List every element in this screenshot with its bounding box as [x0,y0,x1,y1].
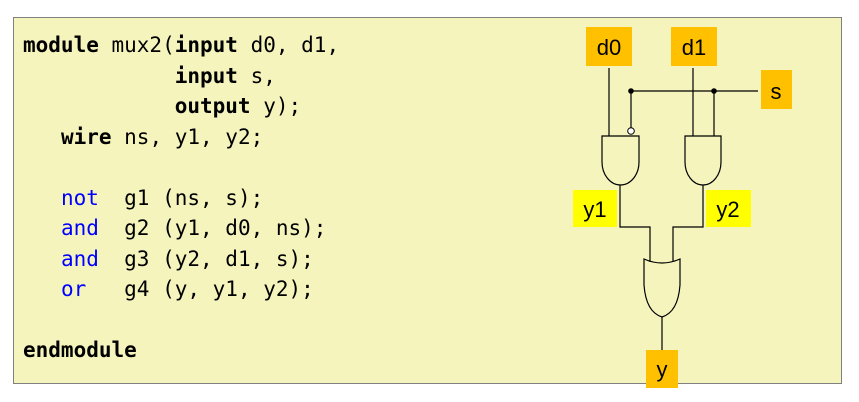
code-text: g2 (y1, d0, ns); [98,216,327,240]
code-text: y); [250,94,302,118]
code-line: not g1 (ns, s); [23,183,339,214]
code-primitive: not [60,185,99,210]
content-panel [13,17,842,384]
label-d0: d0 [586,27,632,66]
label-s-text: s [771,79,782,104]
junction-dot [711,88,717,94]
code-text: g1 (ns, s); [98,185,264,210]
code-keyword: output [174,94,251,118]
label-y-text: y [657,357,668,382]
label-y: y [646,350,678,388]
code-keyword: input [174,33,238,57]
or-gate-g4 [643,258,681,318]
code-keyword: input [174,63,238,88]
label-y2-text: y2 [716,197,739,222]
code-text: g4 (y, y1, y2); [86,277,314,301]
code-text: s, [237,63,276,88]
verilog-code: module mux2(input d0, d1, input s, outpu… [23,30,339,366]
wire-y1 [619,185,651,262]
label-s: s [761,70,792,109]
code-primitive: or [60,277,87,301]
and-gate-g3 [684,135,722,186]
code-keyword: wire [60,124,112,149]
label-y2: y2 [706,190,751,227]
code-text: ns, y1, y2; [111,124,264,149]
code-keyword: module [23,33,99,57]
code-line: output y); [23,91,339,122]
code-text: mux2( [98,33,175,57]
code-line: or g4 (y, y1, y2); [23,274,339,305]
code-primitive: and [60,216,99,240]
code-line: module mux2(input d0, d1, [23,30,339,61]
code-line: and g2 (y1, d0, ns); [23,213,339,244]
label-d1: d1 [671,27,717,66]
code-line: and g3 (y2, d1, s); [23,244,339,275]
code-text: g3 (y2, d1, s); [98,246,314,271]
label-d1-text: d1 [682,35,706,60]
junction-dot [628,88,634,94]
label-d0-text: d0 [597,35,621,60]
and-gate-g2 [601,135,640,186]
code-line: wire ns, y1, y2; [23,122,339,153]
label-y1: y1 [573,190,617,227]
code-primitive: and [60,246,99,271]
wire-y2 [672,185,704,262]
code-keyword: endmodule [23,338,137,362]
code-line: endmodule [23,335,339,366]
code-line: input s, [23,61,339,92]
code-text: d0, d1, [237,33,340,57]
label-y1-text: y1 [583,197,606,222]
inverter-bubble [627,127,635,135]
